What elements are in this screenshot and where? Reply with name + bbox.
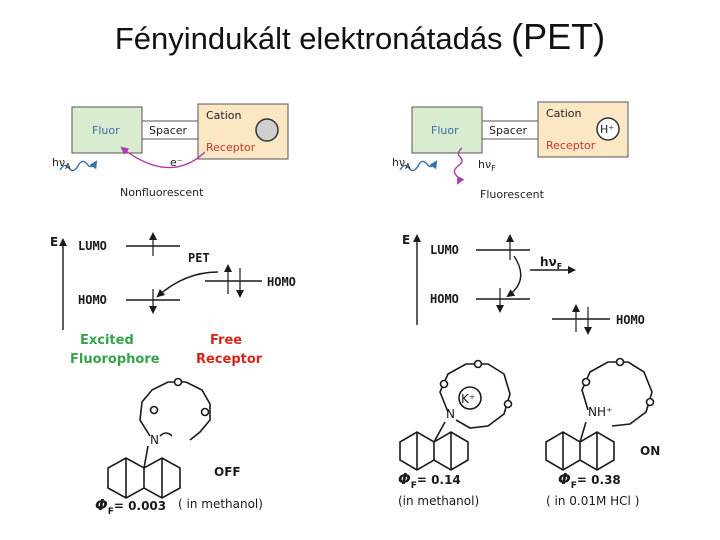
- fluor-label: Fluor: [431, 124, 459, 137]
- on-label: ON: [640, 444, 660, 458]
- ether-oxygen: [503, 399, 513, 409]
- ether-oxygen: [439, 379, 449, 389]
- ether-oxygen: [149, 405, 159, 415]
- anthracene-frame: [107, 457, 181, 499]
- hv-a-label: hνA: [52, 156, 71, 171]
- lumo-label: LUMO: [78, 239, 107, 253]
- title-abbr: (PET): [511, 16, 606, 57]
- ammonium-label: NH⁺: [588, 405, 612, 419]
- energy-axis-label: E: [402, 233, 410, 247]
- bound-cation-site: [596, 117, 620, 141]
- solvent-h: ( in 0.01M HCl ): [546, 494, 639, 508]
- quantum-yield-left: ΦF= 0.003: [95, 496, 166, 517]
- homo-fluor-label: HOMO: [78, 293, 107, 307]
- left-schematic: Fluor Spacer Cation Receptor hνA e⁻ Nonf…: [52, 103, 289, 199]
- energy-axis-label: E: [50, 235, 58, 249]
- ether-oxygen: [173, 377, 183, 387]
- hv-f-label: hνF: [478, 158, 496, 173]
- crown-ether-ring: [139, 381, 211, 441]
- emission-label: hνF: [540, 255, 562, 271]
- emission-wave: [453, 147, 465, 185]
- excitation-wave: [399, 160, 438, 172]
- nonfluorescent-label: Nonfluorescent: [120, 186, 204, 199]
- cation-symbol: H⁺: [600, 123, 614, 136]
- relaxation-arrow: [506, 255, 522, 298]
- potassium-ion: [458, 386, 482, 410]
- fluorescent-label: Fluorescent: [480, 188, 545, 201]
- left-molecule: [107, 377, 211, 499]
- right-energy-diagram: E LUMO HOMO hνF HOMO: [402, 233, 645, 335]
- ether-oxygen: [581, 377, 591, 387]
- pet-label: PET: [188, 251, 210, 265]
- amine-n-left: N: [150, 433, 159, 447]
- excited-label-2: Fluorophore: [70, 352, 160, 367]
- title-main: Fényindukált elektronátadás: [114, 21, 512, 56]
- methylene-linker: [579, 421, 587, 443]
- electron-label: e⁻: [170, 156, 183, 169]
- homo-receptor-label: HOMO: [267, 275, 296, 289]
- solvent-k: (in methanol): [398, 494, 479, 508]
- off-label: OFF: [214, 465, 241, 479]
- quantum-yield-k: ΦF= 0.14: [398, 470, 461, 491]
- amine-n-right: N: [446, 407, 455, 421]
- ether-oxygen: [200, 407, 210, 417]
- free-label-1: Free: [210, 333, 242, 348]
- cation-label: Cation: [546, 107, 582, 120]
- excitation-wave: [59, 160, 98, 172]
- right-molecule-protonated: [545, 357, 655, 471]
- ether-oxygen: [615, 357, 625, 367]
- bound-lone-pair: [159, 432, 173, 437]
- quantum-yield-h: ΦF= 0.38: [558, 470, 621, 491]
- anthracene-frame: [399, 431, 469, 471]
- anthracene-frame: [545, 431, 615, 471]
- solvent-left: ( in methanol): [178, 497, 263, 511]
- right-molecule-k-complex: [399, 359, 513, 471]
- empty-cation-site: [255, 118, 279, 142]
- hv-a-label: hνA: [392, 156, 411, 171]
- methylene-linker: [143, 445, 149, 469]
- free-label-2: Receptor: [196, 352, 263, 367]
- receptor-label: Receptor: [206, 141, 256, 154]
- spacer-label: Spacer: [489, 124, 528, 137]
- k-ion-label: K⁺: [461, 392, 475, 406]
- left-energy-diagram: E LUMO HOMO HOMO PET Excited Fluorophore…: [50, 232, 296, 367]
- cation-label: Cation: [206, 109, 242, 122]
- slide-title: Fényindukált elektronátadás (PET): [0, 16, 720, 58]
- fluor-label: Fluor: [92, 124, 120, 137]
- right-schematic: Fluor Spacer Cation Receptor H⁺ hνA hνF …: [392, 101, 629, 201]
- spacer-label: Spacer: [149, 124, 188, 137]
- excited-label-1: Excited: [80, 333, 134, 348]
- ether-oxygen: [645, 397, 655, 407]
- homo-receptor-label: HOMO: [616, 313, 645, 327]
- methylene-linker: [433, 421, 446, 443]
- ether-oxygen: [473, 359, 483, 369]
- pet-arrow: [156, 271, 219, 298]
- homo-fluor-label: HOMO: [430, 292, 459, 306]
- fluor-box: [71, 106, 143, 154]
- lumo-label: LUMO: [430, 243, 459, 257]
- electron-transfer-arrow: [120, 146, 206, 169]
- receptor-label: Receptor: [546, 139, 596, 152]
